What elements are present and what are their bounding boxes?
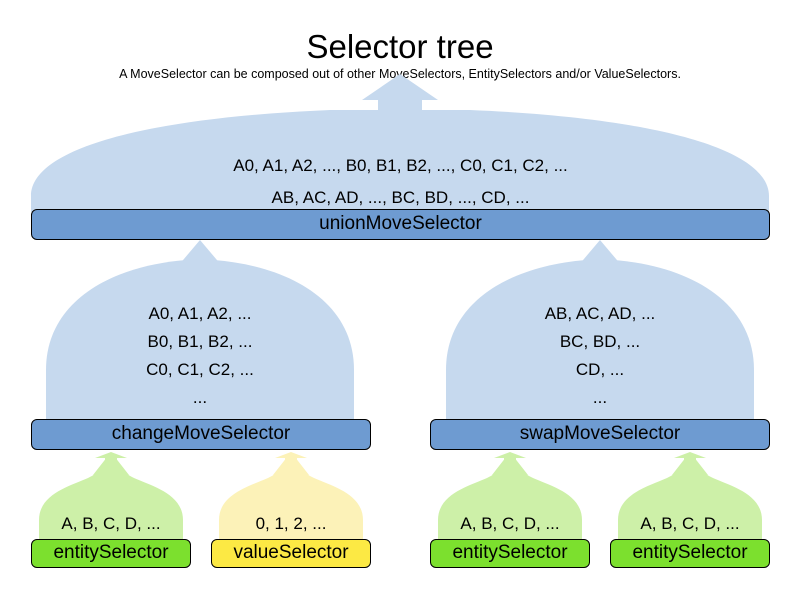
change-output-line-4: ... [192,388,208,407]
union-output-line-1: A0, A1, A2, ..., B0, B1, B2, ..., C0, C1… [233,156,568,175]
arrow-entity-3-to-swap [672,452,708,484]
entity-selector-2-output: A, B, C, D, ... [430,512,590,536]
arrow-value-to-change [273,452,309,484]
entity-1-output-line-1: A, B, C, D, ... [61,514,161,533]
swap-output-line-4: ... [592,388,608,407]
node-entity-selector-3-label: entitySelector [632,542,748,563]
node-value-selector-label: valueSelector [233,542,349,563]
entity-selector-1-output: A, B, C, D, ... [31,512,191,536]
union-move-selector-output: A0, A1, A2, ..., B0, B1, B2, ..., C0, C1… [31,150,770,214]
change-move-selector-dome [46,259,354,422]
node-union-move-selector-label: unionMoveSelector [319,213,482,234]
node-change-move-selector[interactable]: changeMoveSelector [31,419,371,450]
entity-selector-1-dome [39,452,183,542]
change-output-line-3: C0, C1, C2, ... [146,360,254,379]
node-union-move-selector[interactable]: unionMoveSelector [31,209,770,240]
node-entity-selector-3[interactable]: entitySelector [610,539,770,568]
node-swap-move-selector[interactable]: swapMoveSelector [430,419,770,450]
entity-3-output-line-1: A, B, C, D, ... [640,514,740,533]
change-move-selector-output: A0, A1, A2, ... B0, B1, B2, ... C0, C1, … [46,300,354,412]
node-change-move-selector-label: changeMoveSelector [111,423,291,444]
arrow-entity-1-to-change [93,452,129,484]
value-selector-dome [219,452,363,542]
page-title: Selector tree [306,28,494,65]
node-entity-selector-2-label: entitySelector [452,542,568,563]
union-move-selector-dome [31,74,769,212]
swap-output-line-2: BC, BD, ... [559,332,641,351]
arrow-entity-2-to-swap [492,452,528,484]
entity-selector-3-dome [618,452,762,542]
swap-output-line-1: AB, AC, AD, ... [544,304,656,323]
node-value-selector[interactable]: valueSelector [211,539,371,568]
node-entity-selector-1-label: entitySelector [53,542,169,563]
change-output-line-1: A0, A1, A2, ... [148,304,252,323]
entity-selector-2-dome [438,452,582,542]
node-entity-selector-2[interactable]: entitySelector [430,539,590,568]
swap-output-line-3: CD, ... [575,360,625,379]
node-entity-selector-1[interactable]: entitySelector [31,539,191,568]
union-output-line-2: AB, AC, AD, ..., BC, BD, ..., CD, ... [271,188,530,207]
entity-selector-3-output: A, B, C, D, ... [610,512,770,536]
change-output-line-2: B0, B1, B2, ... [147,332,253,351]
value-selector-output: 0, 1, 2, ... [211,512,371,536]
node-swap-move-selector-label: swapMoveSelector [519,423,681,444]
swap-move-selector-output: AB, AC, AD, ... BC, BD, ... CD, ... ... [446,300,754,412]
entity-2-output-line-1: A, B, C, D, ... [460,514,560,533]
value-output-line-1: 0, 1, 2, ... [255,514,327,533]
swap-move-selector-dome [446,259,754,422]
